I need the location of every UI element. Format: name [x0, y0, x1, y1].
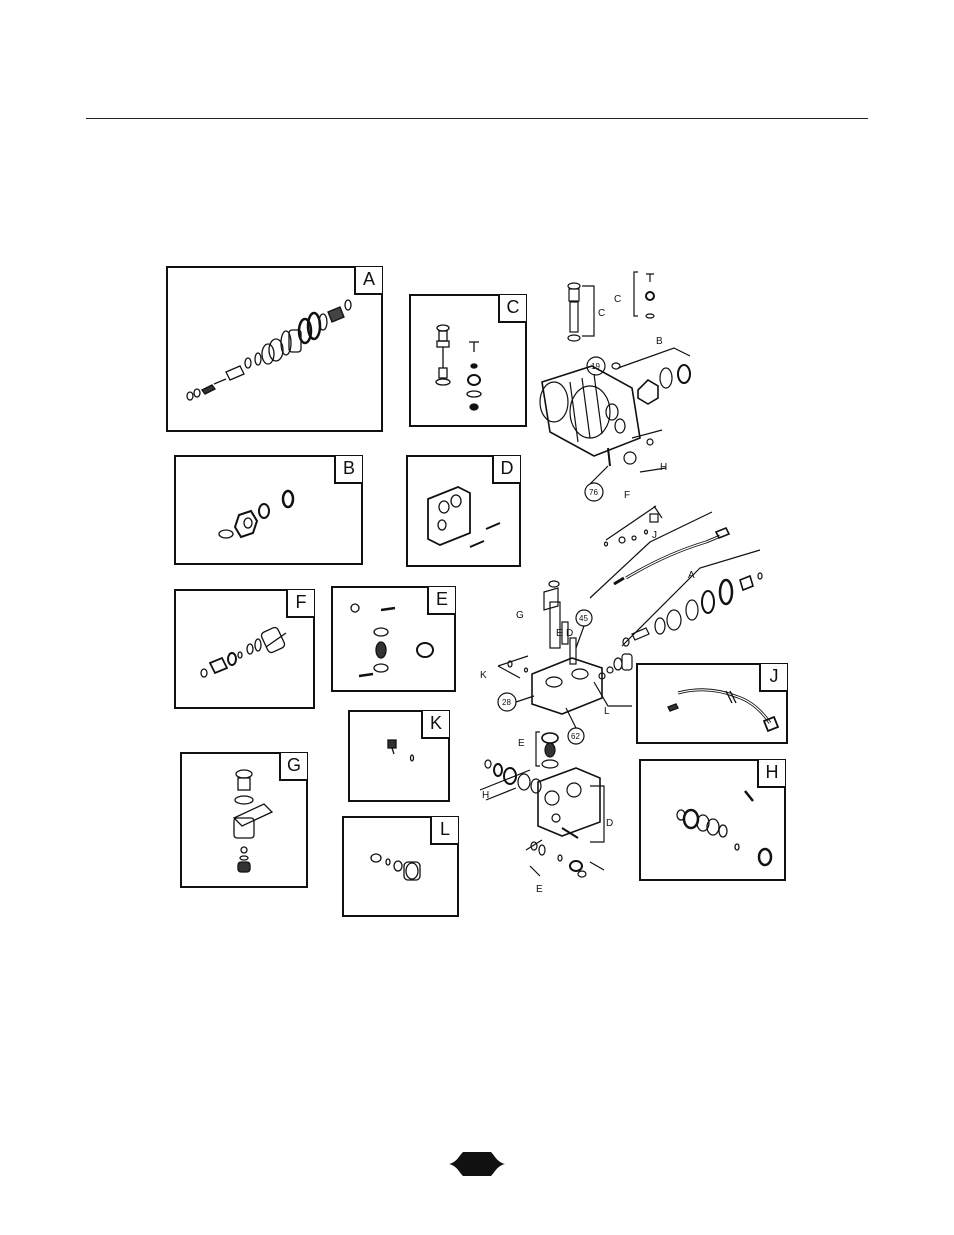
callout-d-mid: D [566, 628, 573, 639]
kit-l-parts-drawing [344, 818, 461, 919]
callout-h-lower: H [482, 790, 489, 801]
ref-number-45: 45 [579, 614, 588, 623]
page-number-badge [449, 1152, 505, 1176]
header-rule [86, 118, 868, 119]
kit-g-panel: G [180, 752, 308, 888]
kit-g-parts-drawing [182, 754, 310, 890]
kit-k-panel: K [348, 710, 450, 802]
callout-j: J [652, 530, 657, 541]
callout-h-upper: H [660, 462, 667, 473]
callout-g: G [516, 610, 524, 621]
kit-a-panel: A [166, 266, 383, 432]
callout-a: A [688, 570, 695, 581]
callout-l: L [604, 706, 610, 717]
kit-k-parts-drawing [350, 712, 452, 804]
callout-c-left: C [614, 294, 621, 305]
ref-number-28: 28 [502, 698, 511, 707]
kit-e-parts-drawing [333, 588, 458, 694]
kit-a-parts-drawing [168, 268, 385, 434]
callout-k: K [480, 670, 487, 681]
callout-e-lower: E [518, 738, 525, 749]
callout-c-right: C [598, 308, 605, 319]
kit-b-parts-drawing [176, 457, 365, 567]
kit-l-panel: L [342, 816, 459, 917]
callout-d-lower: D [606, 818, 613, 829]
ref-number-62: 62 [571, 732, 580, 741]
callout-e-mid: E [556, 628, 563, 639]
callout-e-bottom: E [536, 884, 543, 895]
callout-f: F [624, 490, 630, 501]
exploded-pump-diagram: C C B H F J A G E D K L E H D E 19 76 45… [470, 262, 800, 912]
ref-number-76: 76 [589, 488, 598, 497]
ref-number-19: 19 [591, 362, 600, 371]
kit-f-parts-drawing [176, 591, 317, 711]
kit-e-panel: E [331, 586, 456, 692]
kit-b-panel: B [174, 455, 363, 565]
callout-b: B [656, 336, 663, 347]
kit-f-panel: F [174, 589, 315, 709]
